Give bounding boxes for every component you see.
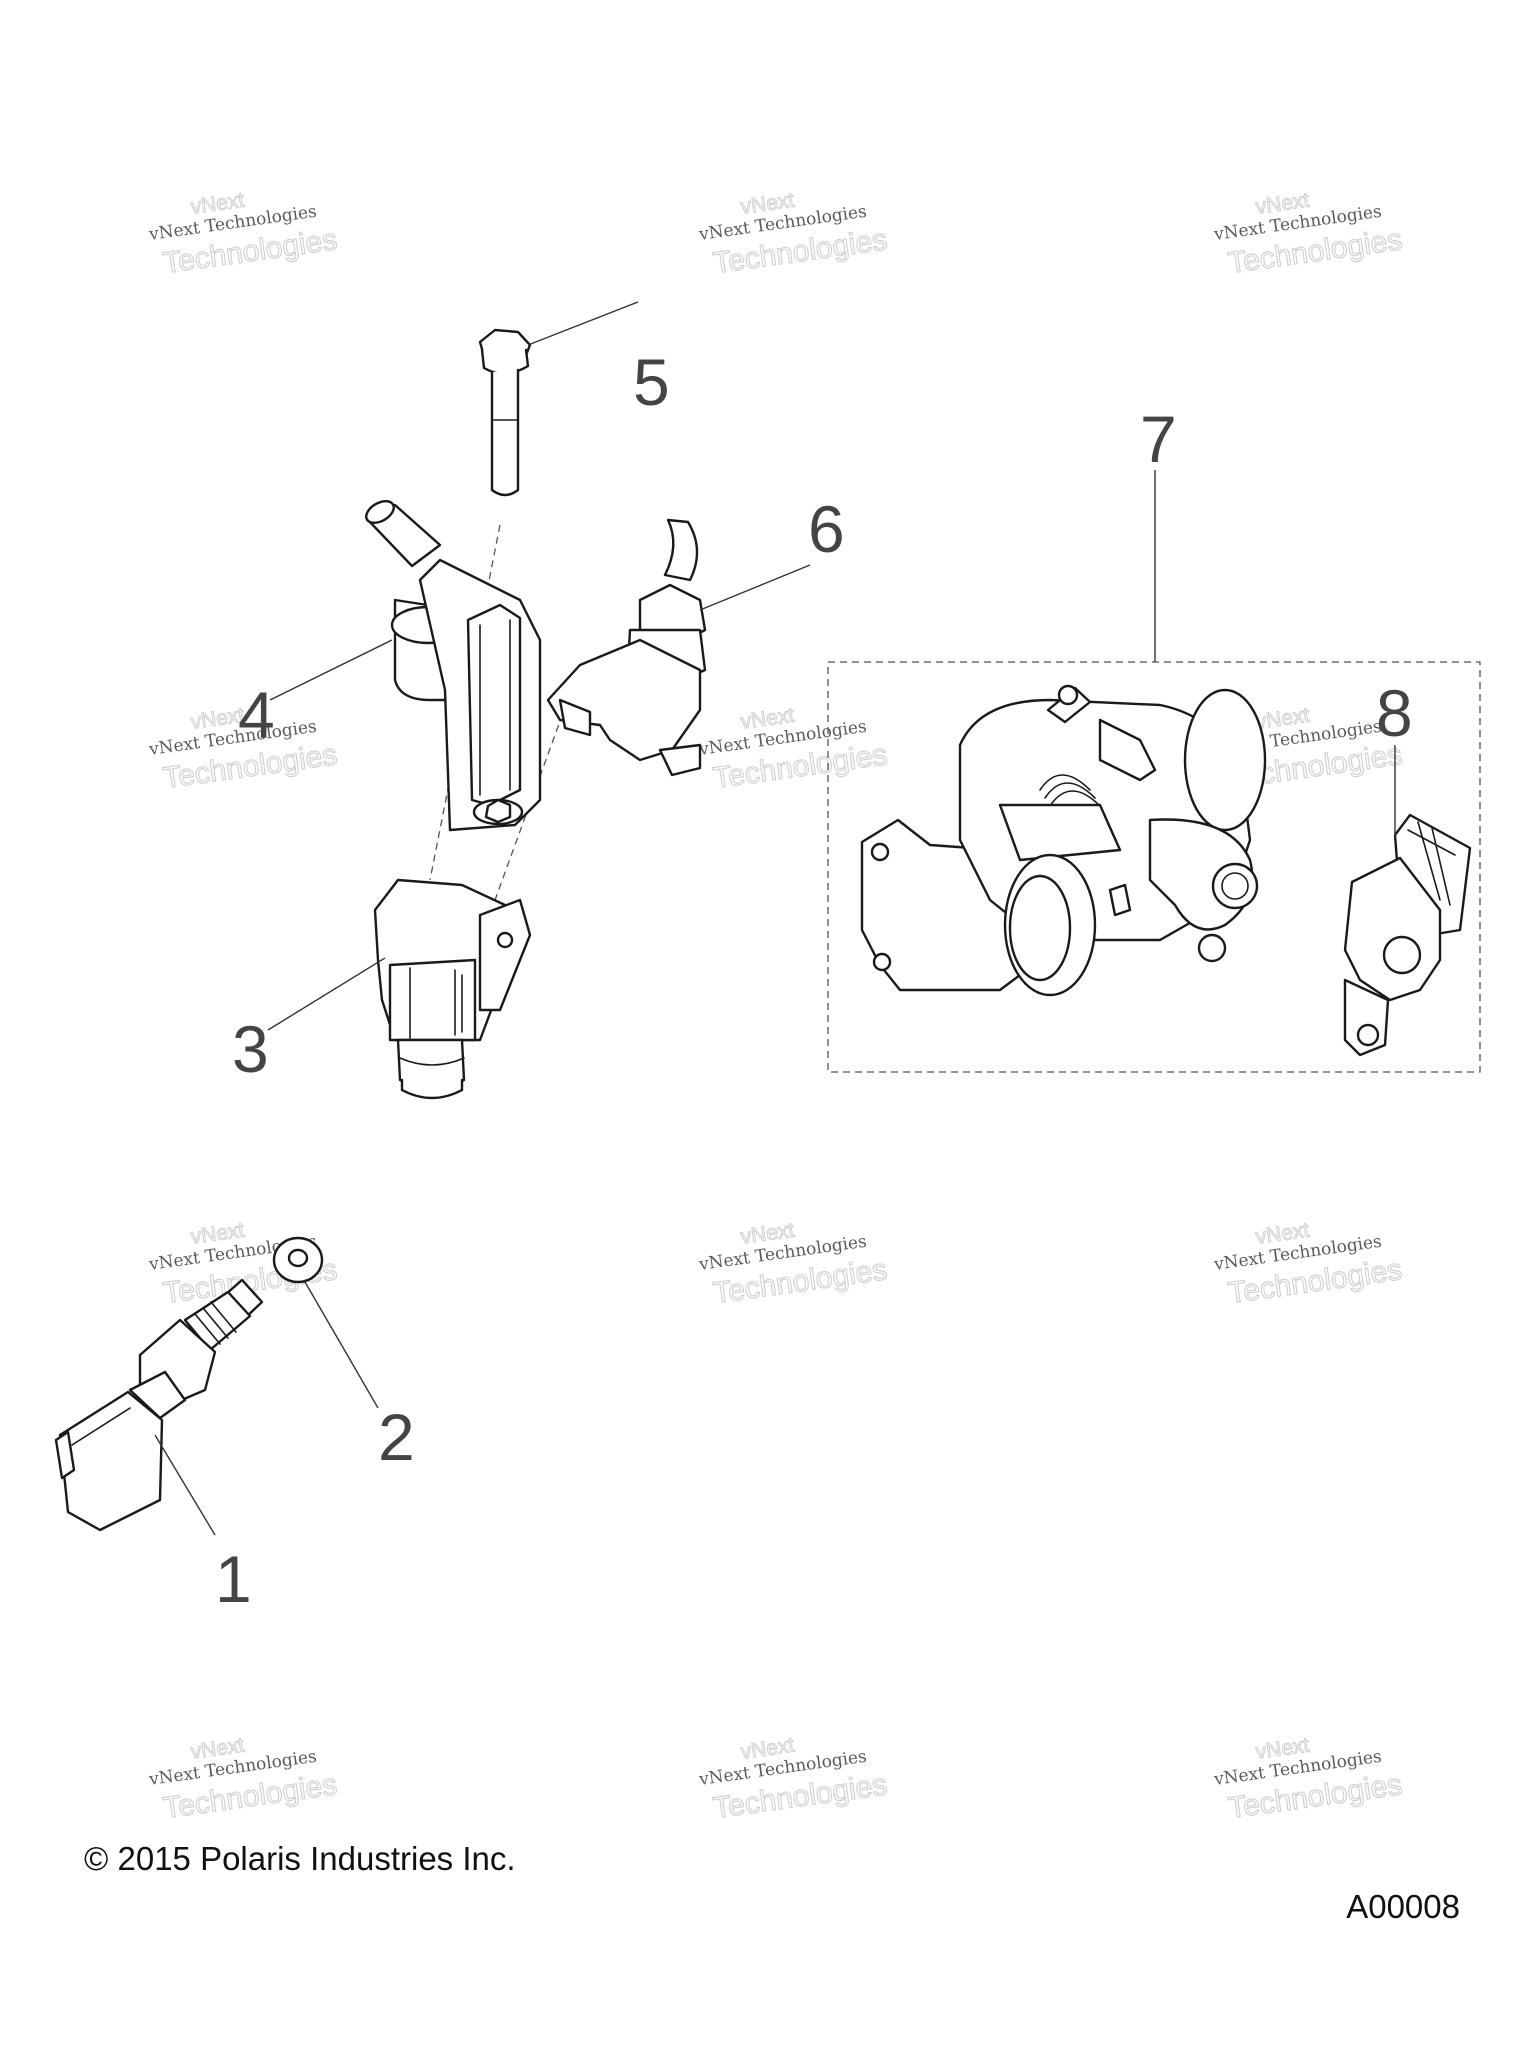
throttle-body-group-box — [827, 661, 1481, 1073]
leader-line-1 — [154, 1434, 216, 1536]
throttle-position-sensor — [1343, 813, 1472, 1057]
callout-6: 6 — [808, 492, 845, 566]
map-sensor — [546, 518, 707, 777]
callout-1: 1 — [215, 1542, 252, 1616]
watermark-low-center: vNext vNext Technologies Technologies — [697, 1218, 890, 1311]
watermark-top-left: vNext vNext Technologies Technologies — [147, 188, 340, 281]
callout-3: 3 — [232, 1012, 269, 1086]
washer — [272, 1236, 324, 1284]
callout-7: 7 — [1140, 402, 1177, 476]
temperature-sensor — [54, 1278, 264, 1532]
watermark-bottom-right: vNext vNext Technologies Technologies — [1212, 1733, 1405, 1826]
watermark-low-right: vNext vNext Technologies Technologies — [1212, 1218, 1405, 1311]
throttle-body — [860, 684, 1267, 997]
leader-line-3 — [267, 957, 386, 1031]
fuel-injector — [373, 878, 532, 1100]
watermark-bottom-center: vNext vNext Technologies Technologies — [697, 1733, 890, 1826]
bolt — [478, 328, 532, 497]
leader-line-4 — [269, 639, 393, 701]
watermark-mid-center: vNext vNext Technologies Technologies — [697, 703, 890, 796]
watermark-top-center: vNext vNext Technologies Technologies — [697, 188, 890, 281]
callout-8: 8 — [1376, 676, 1413, 750]
watermark-bottom-left: vNext vNext Technologies Technologies — [147, 1733, 340, 1826]
leader-line-2 — [304, 1281, 379, 1409]
fuel-rail — [365, 499, 542, 832]
watermark-top-right: vNext vNext Technologies Technologies — [1212, 188, 1405, 281]
leader-line-5 — [527, 301, 639, 346]
callout-5: 5 — [633, 345, 670, 419]
callout-2: 2 — [378, 1400, 415, 1474]
figure-id: A00008 — [1346, 1888, 1460, 1925]
copyright-text: © 2015 Polaris Industries Inc. — [84, 1840, 516, 1877]
callout-4: 4 — [238, 678, 275, 752]
leader-line-6 — [699, 564, 811, 611]
